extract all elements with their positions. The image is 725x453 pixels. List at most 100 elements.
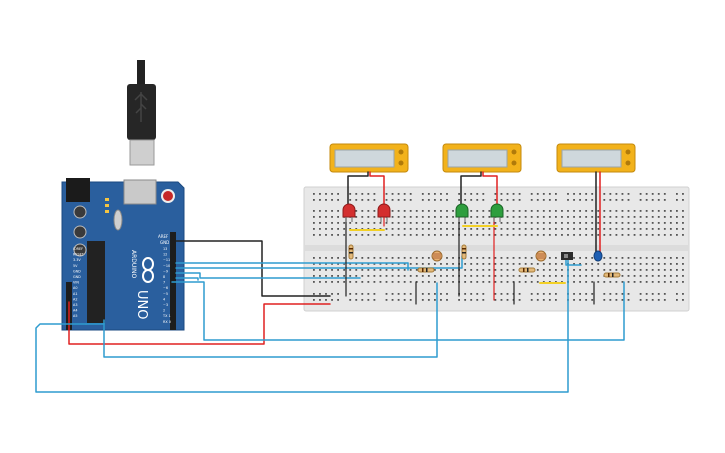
breadboard-hole [319,275,321,277]
breadboard-hole [446,263,448,265]
breadboard-hole [663,275,666,277]
breadboard-hole [313,257,315,259]
resistor-band [612,273,614,277]
breadboard-hole [343,257,346,259]
breadboard-hole [421,234,424,236]
breadboard-hole [373,299,376,301]
breadboard-hole [427,275,430,277]
breadboard-hole [603,193,606,195]
breadboard-hole [421,199,424,201]
breadboard-hole [415,281,418,283]
breadboard-hole [373,210,376,212]
breadboard-hole [325,228,327,230]
breadboard-hole [591,257,594,259]
breadboard-hole [464,193,467,195]
breadboard-hole [325,269,327,271]
breadboard-hole [542,281,545,283]
breadboard-hole [621,216,624,218]
breadboard-hole [573,210,575,212]
breadboard-hole [337,257,339,259]
breadboard-hole [518,210,521,212]
breadboard-hole [391,269,394,271]
board-leds [105,198,109,213]
breadboard-hole [464,275,467,277]
breadboard-hole [615,210,618,212]
breadboard-hole [391,199,394,201]
breadboard-hole [494,234,497,236]
wire-loop-b [103,282,438,358]
breadboard-hole [313,210,315,212]
breadboard-hole [500,281,503,283]
breadboard-hole [458,199,460,201]
breadboard-hole [440,222,442,224]
breadboard-hole [676,299,678,301]
usb-cable [127,60,156,166]
breadboard-hole [403,193,406,195]
breadboard-hole [669,257,672,259]
breadboard-hole [657,210,660,212]
breadboard-hole [391,193,394,195]
breadboard-hole [367,222,370,224]
breadboard-hole [379,263,382,265]
breadboard-hole [651,293,654,295]
breadboard-hole [446,257,448,259]
breadboard-hole [470,199,473,201]
breadboard-hole [373,216,376,218]
breadboard-hole [434,234,436,236]
resistor-3 [417,267,435,273]
breadboard-hole [409,275,412,277]
breadboard-hole [609,281,612,283]
breadboard-hole [331,263,333,265]
resistor-band [527,268,529,272]
breadboard-hole [561,263,563,265]
breadboard-hole [440,193,442,195]
breadboard-hole [331,293,333,295]
breadboard-hole [337,275,339,277]
breadboard-hole [427,228,430,230]
breadboard-hole [421,293,424,295]
pin-label-digital: ~11 [163,258,170,262]
lcd-screen [447,149,508,168]
breadboard-hole [524,216,527,218]
breadboard-hole [585,281,588,283]
breadboard-hole [367,263,370,265]
pin-label-digital: 12 [163,253,167,257]
breadboard-hole [651,275,654,277]
breadboard-hole [585,263,588,265]
breadboard-hole [355,269,358,271]
breadboard-hole [651,193,654,195]
breadboard-hole [615,228,618,230]
breadboard-hole [494,199,497,201]
breadboard-hole [397,234,400,236]
breadboard-hole [536,199,539,201]
breadboard-hole [561,228,563,230]
breadboard-hole [542,210,545,212]
breadboard-hole [464,299,467,301]
breadboard-hole [446,199,448,201]
breadboard-hole [657,269,660,271]
breadboard-hole [579,222,581,224]
breadboard-hole [452,269,454,271]
pin-label-power: VIN [73,281,79,285]
breadboard-hole [337,210,339,212]
breadboard-hole [530,275,533,277]
lcd-screw [625,160,631,166]
breadboard-hole [518,281,521,283]
lcd-screw [625,149,631,155]
breadboard-hole [409,281,412,283]
breadboard-hole [452,210,454,212]
breadboard-hole [391,234,394,236]
breadboard-hole [488,222,491,224]
breadboard-hole [536,293,539,295]
capacitor-2 [73,225,87,239]
breadboard-hole [567,216,569,218]
breadboard-hole [530,257,533,259]
pin-label-digital: 4 [163,297,165,301]
breadboard-hole [585,228,588,230]
breadboard-hole [361,257,364,259]
resistor-1 [348,244,354,260]
breadboard-hole [579,210,581,212]
resistor-band [426,268,428,272]
breadboard-hole [397,263,400,265]
